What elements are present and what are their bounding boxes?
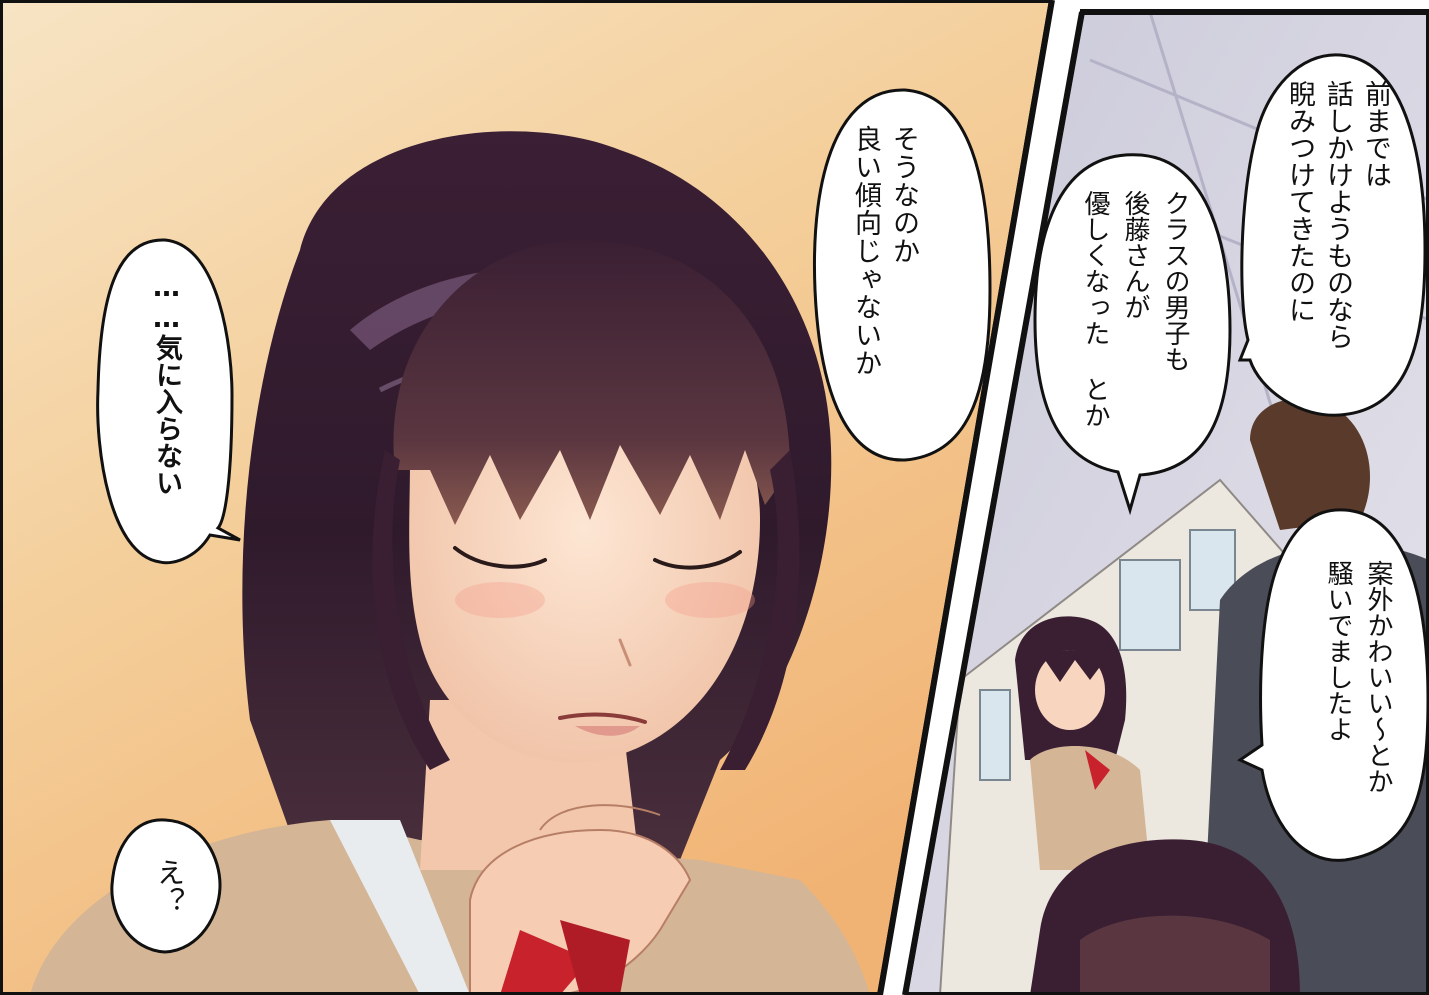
speech-bubble-shape bbox=[110, 818, 222, 954]
speech-bubble-shape bbox=[812, 88, 992, 462]
speech-bubble-text: ……気に入らない bbox=[151, 272, 182, 496]
speech-bubble-shape bbox=[96, 238, 241, 565]
speech-bubble-shape bbox=[1236, 508, 1429, 862]
speech-bubble-text: クラスの男子も 後藤さんが 優しくなった とか bbox=[1080, 190, 1190, 428]
speech-bubble-shape bbox=[1033, 153, 1232, 516]
speech-bubble-shape bbox=[1237, 53, 1427, 417]
speech-bubble-text: そうなのか 良い傾向じゃないか bbox=[850, 125, 919, 377]
speech-bubble-text: 案外かわいい〜とか 騒いでましたよ bbox=[1323, 560, 1393, 794]
speech-bubble-text: 前までは 話しかけようものなら 睨みつけてきたのに bbox=[1284, 80, 1391, 350]
speech-bubble-text: え？ bbox=[153, 858, 186, 916]
